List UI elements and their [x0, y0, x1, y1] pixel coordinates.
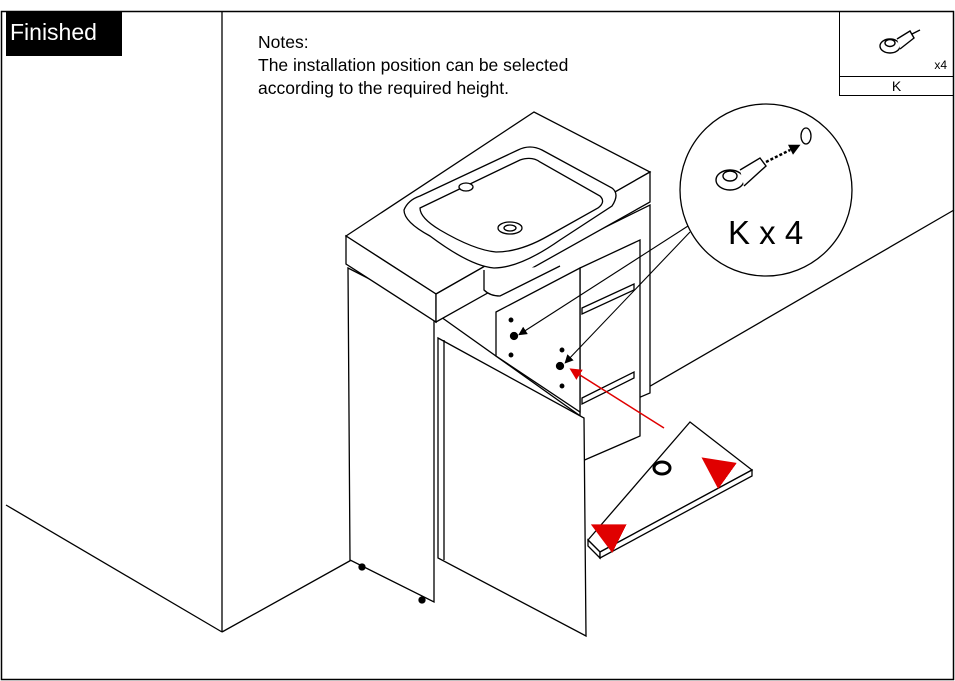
parts-quantity: x4 — [934, 58, 947, 72]
notes-block: Notes: The installation position can be … — [258, 31, 568, 100]
room-walls — [5, 12, 955, 633]
detail-callout — [679, 103, 853, 277]
callout-leaders — [518, 225, 691, 364]
notes-heading: Notes: — [258, 32, 309, 52]
insert-guide-line — [569, 368, 665, 429]
vanity-cabinet — [344, 111, 652, 638]
parts-code: K — [840, 76, 953, 96]
insert-arrows — [590, 457, 737, 554]
parts-box: x4 K — [839, 12, 953, 96]
cabinet-connector-icon — [715, 144, 801, 191]
notes-line-1: The installation position can be selecte… — [258, 55, 569, 75]
frame-border — [0, 10, 955, 681]
finished-badge: Finished — [6, 12, 122, 56]
notes-line-2: according to the required height. — [258, 78, 509, 98]
callout-label: K x 4 — [728, 214, 804, 251]
parts-connector-icon — [879, 29, 921, 54]
hole-icon — [800, 127, 812, 145]
